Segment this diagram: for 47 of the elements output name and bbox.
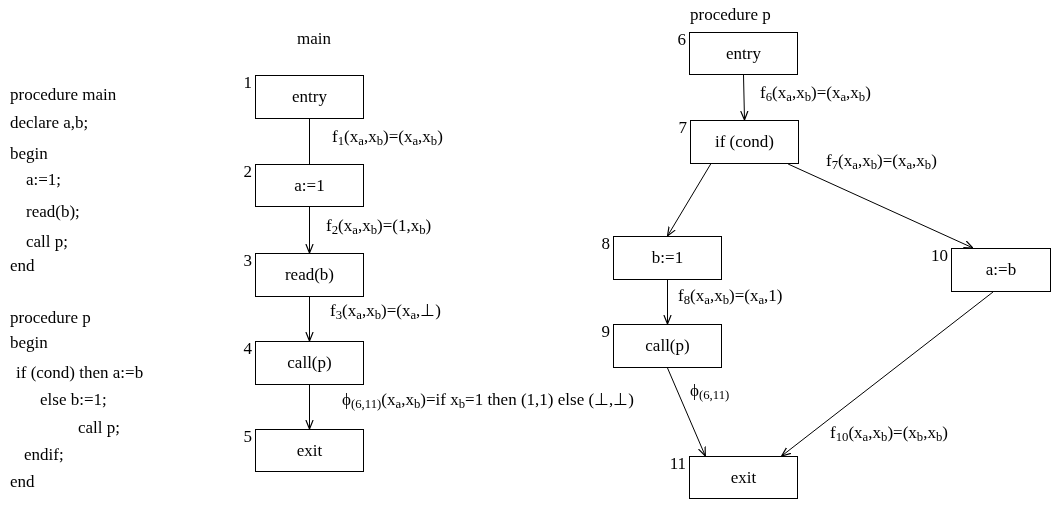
code-line: declare a,b; — [10, 112, 89, 134]
code-line: read(b); — [26, 201, 80, 223]
node-number: 2 — [243, 161, 252, 183]
statement-text: call(p) — [287, 352, 332, 374]
node-number: 1 — [243, 72, 252, 94]
code-line: end — [10, 471, 35, 493]
arrow — [305, 296, 314, 342]
procedure-heading: main — [297, 28, 331, 50]
code-line: call p; — [78, 417, 120, 439]
statement-text: exit — [296, 439, 323, 462]
statement-text: b:=1 — [651, 247, 684, 269]
arrow — [305, 384, 314, 430]
statement-text: entry — [292, 86, 327, 108]
statement-text: a:=b — [985, 259, 1017, 281]
node-number: 7 — [678, 117, 687, 139]
code-line: endif; — [24, 444, 64, 466]
arrow — [740, 74, 749, 121]
statement-text: entry — [726, 42, 761, 65]
node-number: 10 — [931, 245, 948, 267]
statement-text: exit — [730, 466, 757, 489]
arrow — [666, 163, 712, 237]
arrow — [667, 367, 706, 457]
code-line: end — [10, 255, 35, 277]
node-number: 5 — [243, 426, 252, 448]
code-line: procedure main — [10, 84, 117, 106]
node-number: 3 — [243, 250, 252, 272]
statement-text: call(p) — [645, 335, 690, 357]
code-line: begin — [10, 332, 48, 354]
node-number: 4 — [243, 338, 252, 360]
arrow — [787, 163, 974, 249]
node-number: 6 — [677, 29, 686, 51]
node-number: 9 — [601, 321, 610, 343]
code-line: else b:=1; — [40, 389, 107, 411]
node-number: 11 — [669, 453, 686, 475]
statement-text: a:=1 — [294, 174, 325, 197]
code-line: call p; — [26, 231, 68, 253]
code-line: if (cond) then a:=b — [16, 362, 144, 384]
statement-text: read(b) — [284, 264, 335, 286]
code-line: procedure p — [10, 307, 91, 329]
node-number: 8 — [601, 233, 610, 255]
code-line: begin — [10, 143, 48, 165]
code-line: a:=1; — [26, 169, 62, 191]
statement-text: if (cond) — [715, 131, 774, 153]
arrow — [305, 206, 314, 254]
arrow — [781, 291, 994, 457]
arrow — [663, 279, 672, 325]
procedure-heading: procedure p — [690, 4, 771, 26]
